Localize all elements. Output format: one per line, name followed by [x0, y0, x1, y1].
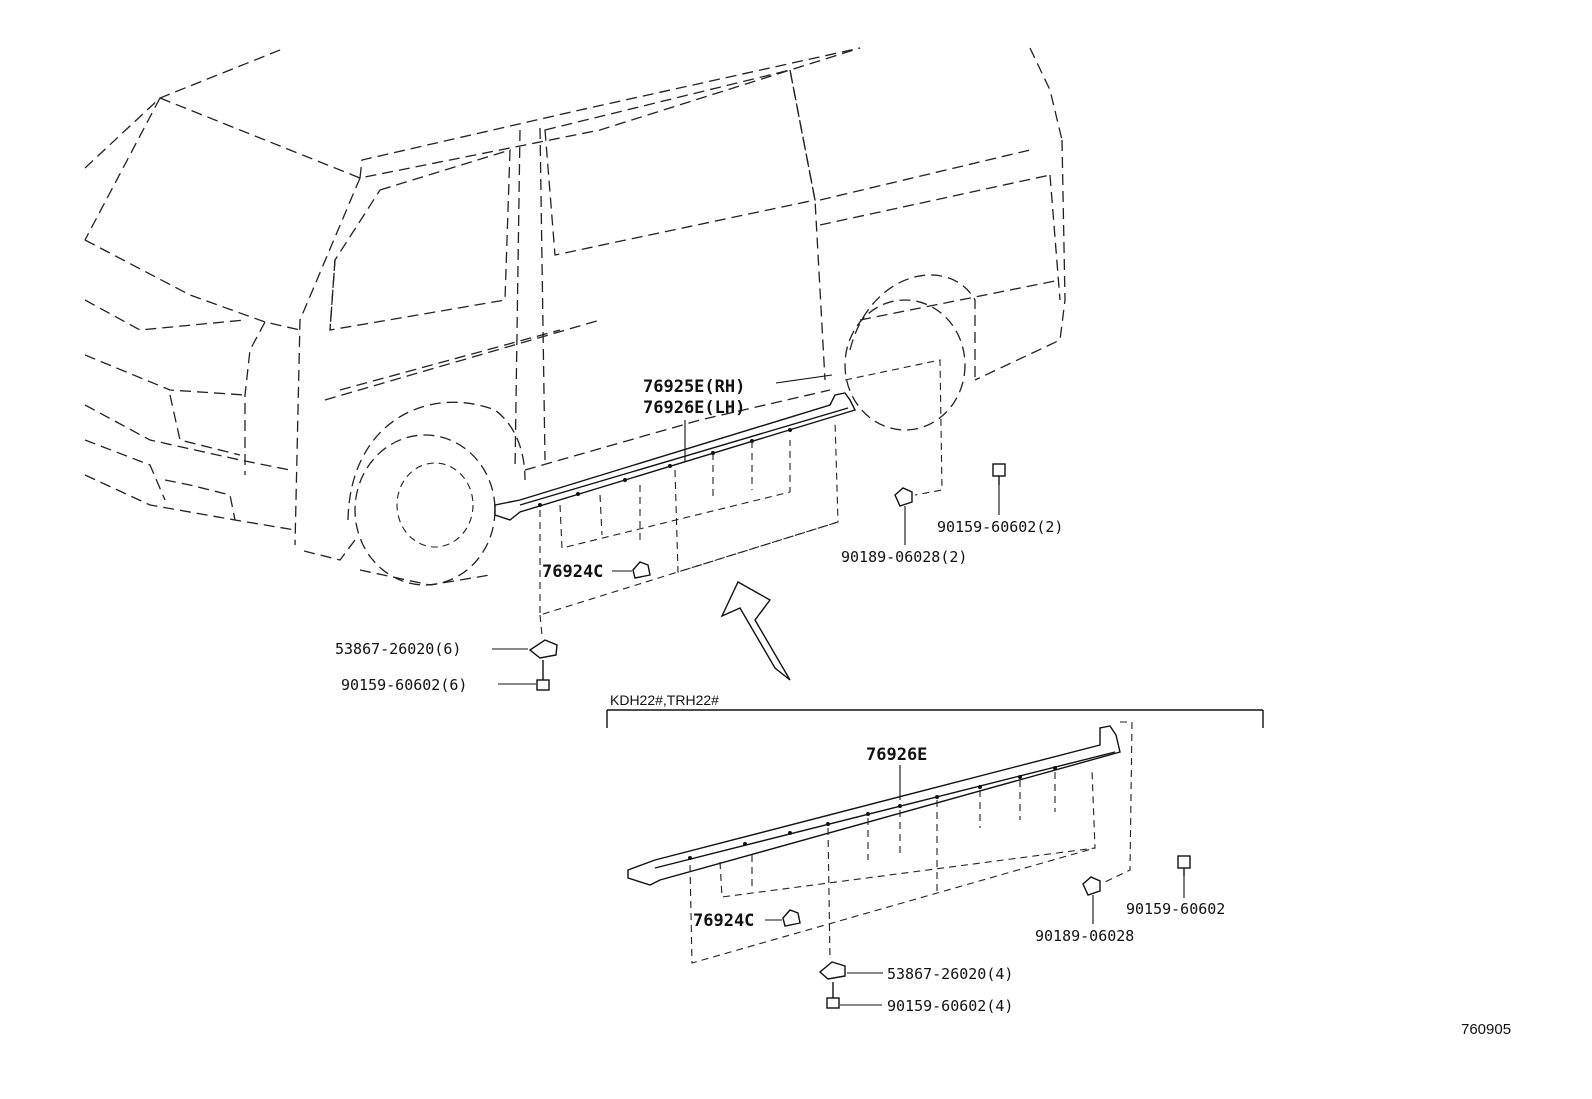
upper-bracket-nut	[492, 639, 558, 659]
diagram-code: 760905	[1461, 1021, 1511, 1038]
upper-clip	[612, 561, 651, 579]
label-upper-moulding-rh: 76925E(RH)	[643, 377, 745, 397]
detail-box-bracket	[606, 709, 1264, 728]
label-upper-clip: 76924C	[542, 562, 603, 582]
van-body-outline	[84, 47, 1066, 586]
label-upper-bracket-nut: 53867-26020(6)	[335, 640, 461, 658]
label-lower-bracket-nut: 53867-26020(4)	[887, 965, 1013, 983]
label-lower-bracket-screw: 90159-60602(4)	[887, 997, 1013, 1015]
lower-clip-holes	[688, 766, 1057, 860]
label-upper-end-grommet: 90189-06028(2)	[841, 548, 967, 566]
label-upper-end-screw: 90159-60602(2)	[937, 518, 1063, 536]
lower-clip	[765, 909, 801, 927]
upper-rocker-moulding	[494, 359, 943, 636]
lower-rocker-moulding	[627, 721, 1133, 964]
upper-end-grommet	[894, 487, 913, 545]
lower-end-screw	[1177, 855, 1191, 898]
upper-bracket-screw	[498, 660, 550, 691]
label-variant: KDH22#,TRH22#	[610, 692, 719, 708]
label-lower-moulding: 76926E	[866, 745, 927, 765]
lower-bracket-nut	[818, 961, 883, 980]
label-upper-bracket-screw: 90159-60602(6)	[341, 676, 467, 694]
lower-bracket-screw	[826, 982, 882, 1009]
label-lower-end-grommet: 90189-06028	[1035, 927, 1134, 945]
view-arrow	[720, 581, 791, 681]
label-lower-clip: 76924C	[693, 911, 754, 931]
label-upper-moulding-lh: 76926E(LH)	[643, 398, 745, 418]
label-lower-end-screw: 90159-60602	[1126, 900, 1225, 918]
lower-end-grommet	[1082, 876, 1101, 924]
upper-end-screw	[992, 463, 1006, 515]
